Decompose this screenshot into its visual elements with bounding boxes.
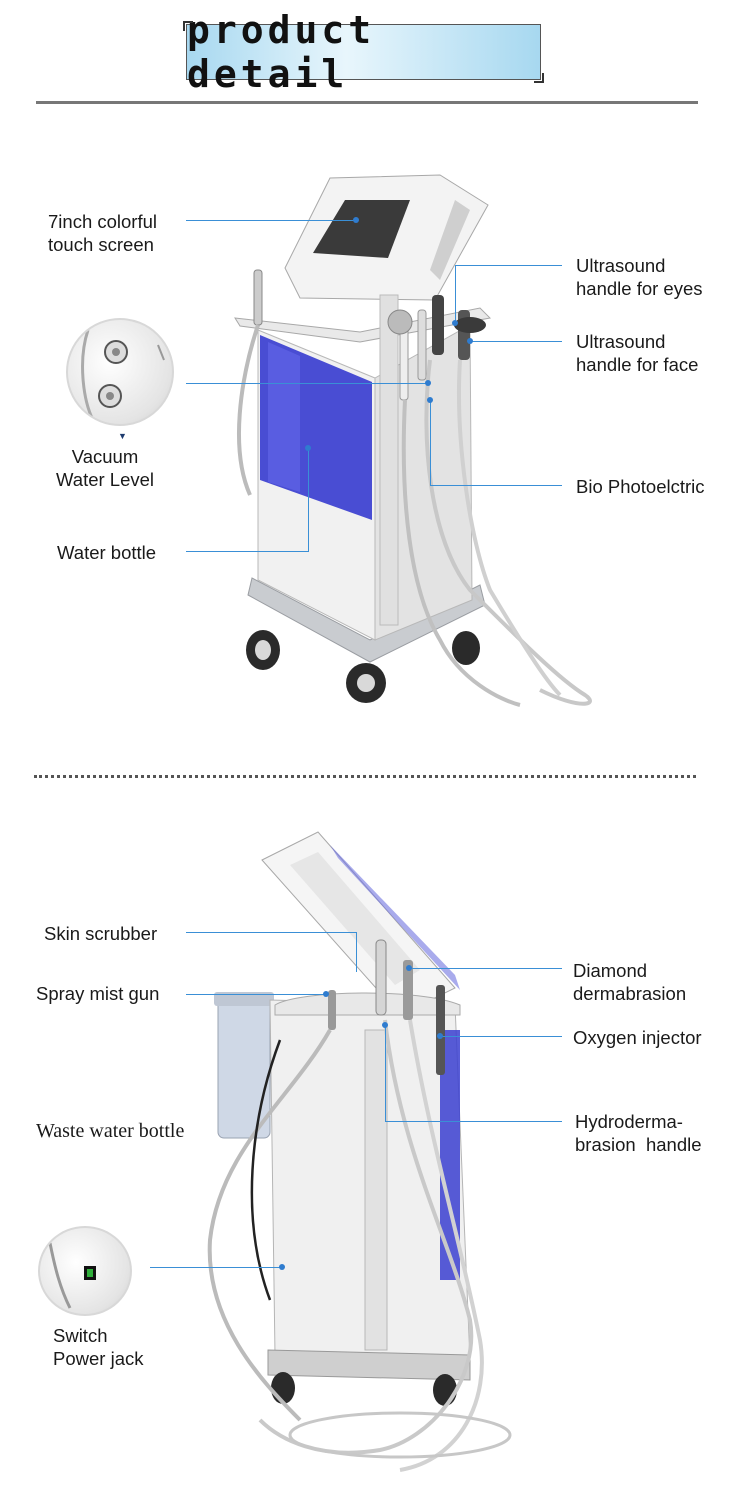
label-waste-water-bottle: Waste water bottle [36, 1120, 185, 1142]
machine-front-illustration [234, 174, 592, 707]
label-ultrasound-eyes: Ultrasound handle for eyes [576, 255, 703, 299]
switch-closeup [38, 1226, 132, 1316]
leader-dot [323, 991, 329, 997]
label-skin-scrubber: Skin scrubber [44, 923, 158, 944]
header-divider [36, 101, 698, 104]
leader-face [470, 341, 562, 342]
page-title: product detail [187, 8, 376, 96]
leader-dot [353, 217, 359, 223]
label-diamond-dermabrasion: Diamond dermabrasion [573, 960, 687, 1004]
label-oxygen-injector: Oxygen injector [573, 1027, 702, 1048]
leader-water-bottle [186, 551, 309, 552]
leader-switch [150, 1267, 282, 1268]
leader-bio-vertical [430, 400, 431, 485]
leader-diamond [410, 968, 562, 969]
leader-vacuum [186, 383, 428, 384]
section-divider [34, 775, 696, 778]
leader-water-bottle-vertical [308, 449, 309, 551]
label-vacuum-water-level: Vacuum Water Level [56, 446, 155, 490]
label-spray-mist-gun: Spray mist gun [36, 983, 160, 1004]
leader-dot [427, 397, 433, 403]
leader-bio [430, 485, 562, 486]
corner-mark [534, 73, 544, 83]
label-bio-photoelectric: Bio Photoelctric [576, 476, 705, 497]
leader-dot [467, 338, 473, 344]
label-hydrodermabrasion-handle: Hydroderma- brasion handle [575, 1111, 702, 1155]
label-water-bottle: Water bottle [57, 542, 157, 563]
leader-skin-scrubber-vertical [356, 932, 357, 972]
leader-spray-mist [186, 994, 326, 995]
label-touch-screen: 7inch colorful touch screen [48, 211, 158, 255]
label-switch-power-jack: Switch Power jack [53, 1325, 144, 1369]
leader-oxygen [440, 1036, 562, 1037]
machine-side-illustration [207, 831, 512, 1472]
switch-icon [48, 1242, 96, 1309]
title-banner: product detail [183, 8, 544, 96]
leader-dot [406, 965, 412, 971]
leader-dot [305, 445, 311, 451]
leader-touch-screen [186, 220, 356, 221]
leader-skin-scrubber [186, 932, 356, 933]
corner-mark [183, 21, 193, 31]
label-ultrasound-face: Ultrasound handle for face [576, 331, 699, 375]
leader-hydro-vertical [385, 1025, 386, 1121]
leader-dot [452, 320, 458, 326]
vacuum-knob-closeup [66, 318, 174, 426]
leader-eyes [455, 265, 562, 266]
leader-hydro [385, 1121, 562, 1122]
leader-eyes-vertical [455, 265, 456, 323]
leader-dot [279, 1264, 285, 1270]
leader-dot [437, 1033, 443, 1039]
knob-icon [81, 329, 165, 421]
down-triangle-icon: ▼ [118, 431, 127, 441]
leader-dot [425, 380, 431, 386]
leader-dot [382, 1022, 388, 1028]
